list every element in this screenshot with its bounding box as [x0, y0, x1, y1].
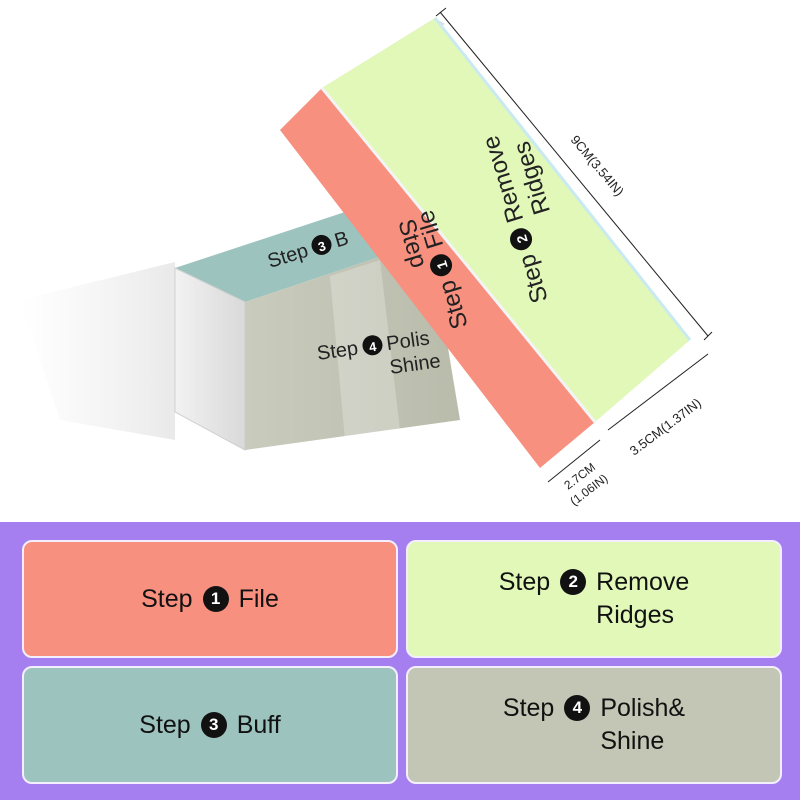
front-block-top-face: [280, 88, 595, 468]
legend-card-row: Step 1 File: [141, 583, 279, 616]
legend-card-file: Step 1 File: [22, 540, 398, 658]
legend-card-remove-ridges: Step 2 Remove Ridges: [406, 540, 782, 658]
front-block-edge-line: [433, 17, 692, 341]
legend-label: Polish& Shine: [600, 694, 686, 755]
legend-label: Buff: [236, 710, 281, 739]
dimension-width-label: 3.5CM(1.37IN): [627, 395, 704, 458]
step-number-badge: 2: [560, 569, 587, 595]
step-number-badge: 4: [564, 695, 591, 721]
legend-step-word: Step: [498, 568, 551, 596]
step-number-badge: 1: [202, 585, 229, 612]
legend-step-word: Step: [139, 710, 191, 739]
front-side-number-badge: [510, 228, 533, 251]
front-block-ridge-line: [320, 87, 597, 423]
legend-card-buff: Step 3 Buff: [22, 666, 398, 784]
front-top-number-badge-visible: [430, 254, 453, 277]
legend-card-polish-shine: Step 4 Polish& Shine: [406, 666, 782, 784]
legend-label: File: [238, 584, 279, 613]
back-top-number-badge: [311, 234, 332, 255]
product-photo: Step 3 B Step 4 Polis Shine Step Step 1 …: [20, 7, 713, 509]
legend-card-row: Step 3 Buff: [139, 709, 280, 742]
back-top-label: B: [332, 227, 351, 252]
legend-card-row: Step 4 Polish& Shine: [503, 692, 685, 758]
back-top-number: 3: [316, 238, 327, 254]
back-side-number-badge: [362, 335, 383, 356]
back-side-number: 4: [368, 339, 378, 355]
floor-shadow: [20, 262, 175, 440]
nail-buffer-illustration: Step 3 B Step 4 Polis Shine Step Step 1 …: [20, 7, 713, 508]
step-number-badge: 3: [200, 711, 227, 738]
legend-card-row: Step 2 Remove Ridges: [499, 566, 690, 632]
legend-step-word: Step: [502, 694, 555, 722]
legend-step-word: Step: [141, 584, 193, 613]
legend-label: Remove Ridges: [596, 568, 690, 629]
front-block-side-face: [322, 18, 690, 422]
legend-panel: Step 1 File Step 2 Remove Ridges Step 3 …: [0, 522, 800, 800]
dimension-length-label: 9CM(3.54IN): [568, 132, 627, 199]
